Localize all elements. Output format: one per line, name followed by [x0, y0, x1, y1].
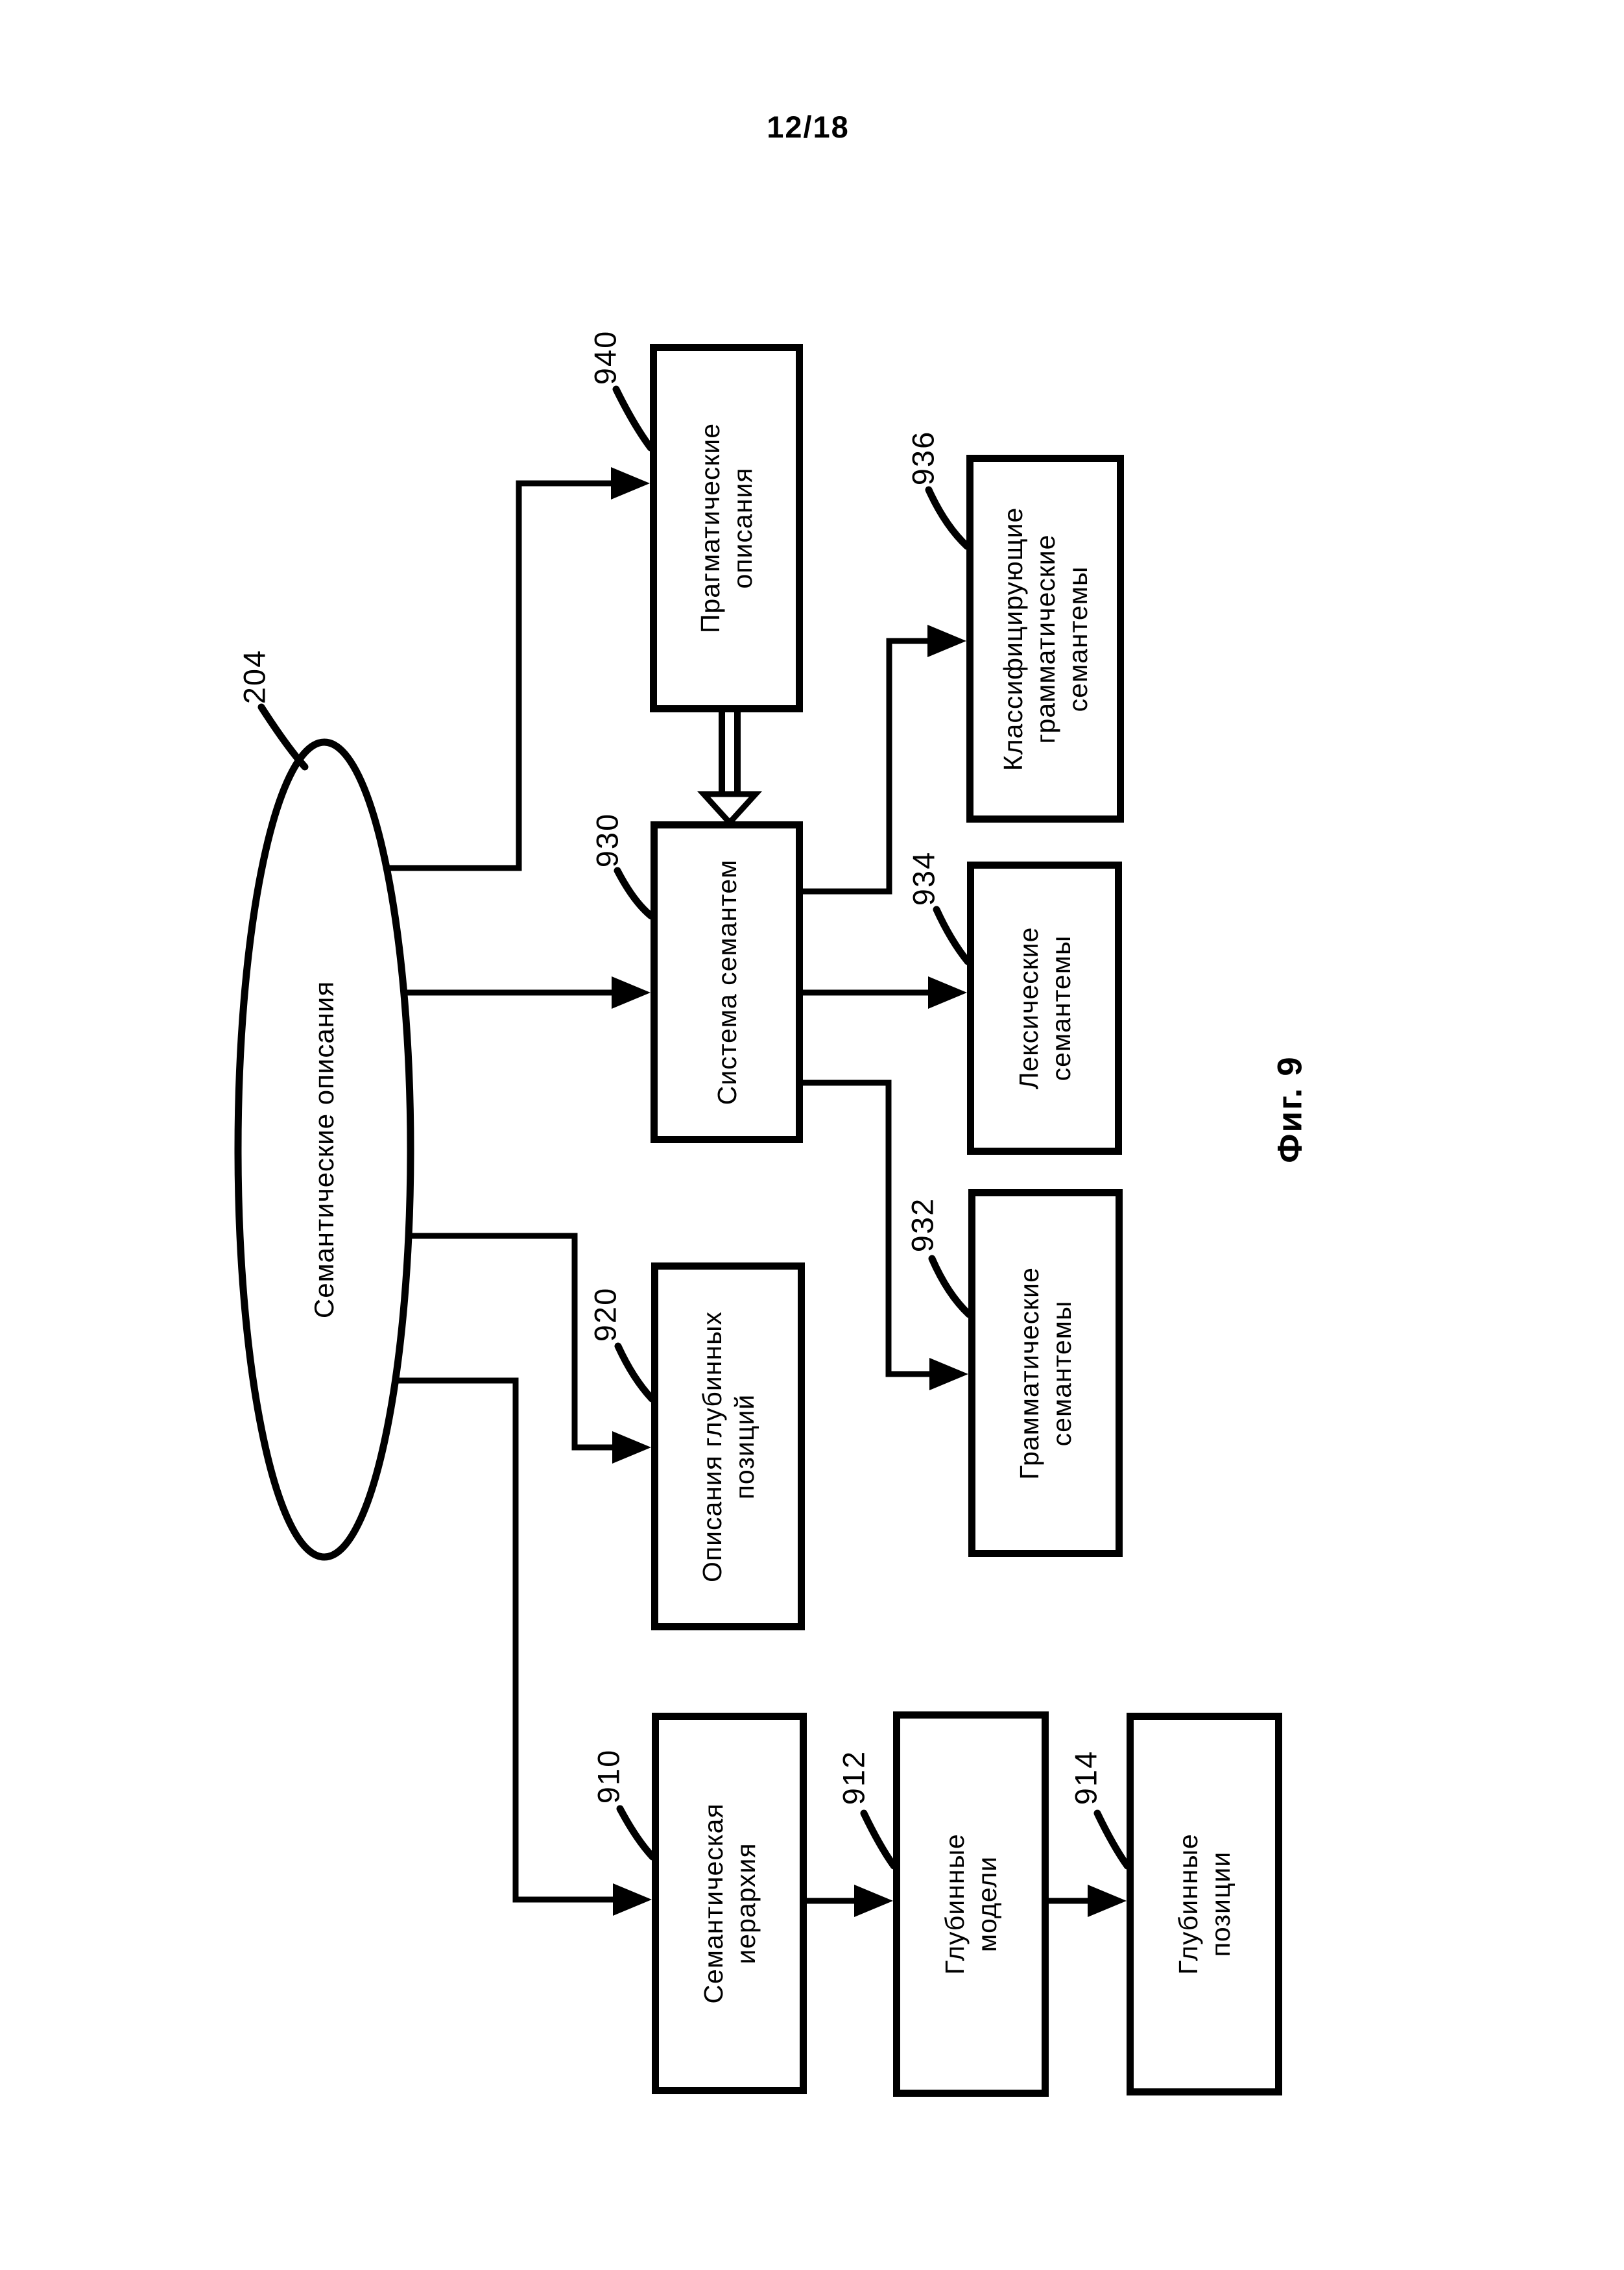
- box-936: Классифицирующие грамматические семантем…: [966, 455, 1124, 823]
- box-912-label: Глубинные модели: [939, 1833, 1002, 1975]
- ref-930: 930: [590, 812, 625, 868]
- box-914: Глубинные позиции: [1127, 1713, 1282, 2095]
- connector-930-to-936: [803, 638, 929, 895]
- ref-912: 912: [836, 1750, 871, 1805]
- double-arrow-940-to-930: [697, 712, 763, 827]
- arrowhead-into-934: [928, 976, 967, 1009]
- page-number: 12/18: [767, 110, 850, 144]
- box-910-label: Семантическая иерархия: [698, 1803, 761, 2004]
- leader-934: [933, 906, 972, 965]
- box-934-label: Лексические семантемы: [1013, 926, 1076, 1090]
- ref-936: 936: [905, 430, 940, 486]
- arrowhead-into-912: [854, 1885, 893, 1917]
- figure-caption: Фиг. 9: [1271, 1056, 1309, 1163]
- box-932-label: Грамматические семантемы: [1014, 1266, 1077, 1480]
- connector-930-to-932: [803, 1080, 931, 1377]
- leader-204: [257, 703, 309, 771]
- leader-910: [616, 1805, 656, 1861]
- box-920-label: Описания глубинных позиций: [697, 1310, 759, 1582]
- arrowhead-into-940: [611, 467, 650, 500]
- box-932: Грамматические семантемы: [968, 1189, 1123, 1557]
- arrowhead-into-920: [612, 1431, 651, 1464]
- arrowhead-into-914: [1088, 1885, 1127, 1917]
- leader-930: [614, 867, 655, 920]
- box-910: Семантическая иерархия: [652, 1713, 807, 2094]
- box-940: Прагматические описания: [650, 344, 803, 712]
- ellipse-shape: [234, 738, 414, 1561]
- connector-ellipse-to-920: [407, 1233, 614, 1451]
- ref-920: 920: [588, 1286, 623, 1342]
- ellipse-semantic-descriptions: Семантические описания: [238, 742, 411, 1557]
- box-914-label: Глубинные позиции: [1173, 1833, 1236, 1975]
- connector-ellipse-to-940: [387, 480, 612, 871]
- arrowhead-into-936: [927, 625, 966, 657]
- box-930-label: Система семантем: [711, 859, 742, 1105]
- box-936-label: Классифицирующие грамматические семантем…: [997, 507, 1093, 771]
- leader-936: [925, 486, 971, 550]
- ref-934: 934: [906, 851, 941, 906]
- box-930: Система семантем: [651, 821, 803, 1143]
- ref-932: 932: [905, 1197, 940, 1253]
- leader-932: [928, 1255, 973, 1318]
- leader-914: [1093, 1809, 1131, 1870]
- ref-910: 910: [591, 1748, 626, 1804]
- box-940-label: Прагматические описания: [695, 422, 758, 634]
- leader-940: [612, 385, 654, 452]
- leader-912: [860, 1809, 898, 1870]
- ref-914: 914: [1068, 1750, 1103, 1805]
- arrowhead-into-932: [929, 1358, 968, 1390]
- box-912: Глубинные модели: [893, 1711, 1049, 2097]
- connector-ellipse-to-910: [392, 1377, 614, 1903]
- ref-940: 940: [588, 330, 623, 385]
- ellipse-label: Семантические описания: [309, 980, 339, 1319]
- leader-920: [614, 1342, 656, 1403]
- arrowhead-into-910: [613, 1883, 652, 1916]
- box-920: Описания глубинных позиций: [651, 1262, 805, 1630]
- arrowhead-into-930: [612, 976, 651, 1009]
- ref-204: 204: [237, 649, 272, 705]
- box-934: Лексические семантемы: [967, 862, 1122, 1155]
